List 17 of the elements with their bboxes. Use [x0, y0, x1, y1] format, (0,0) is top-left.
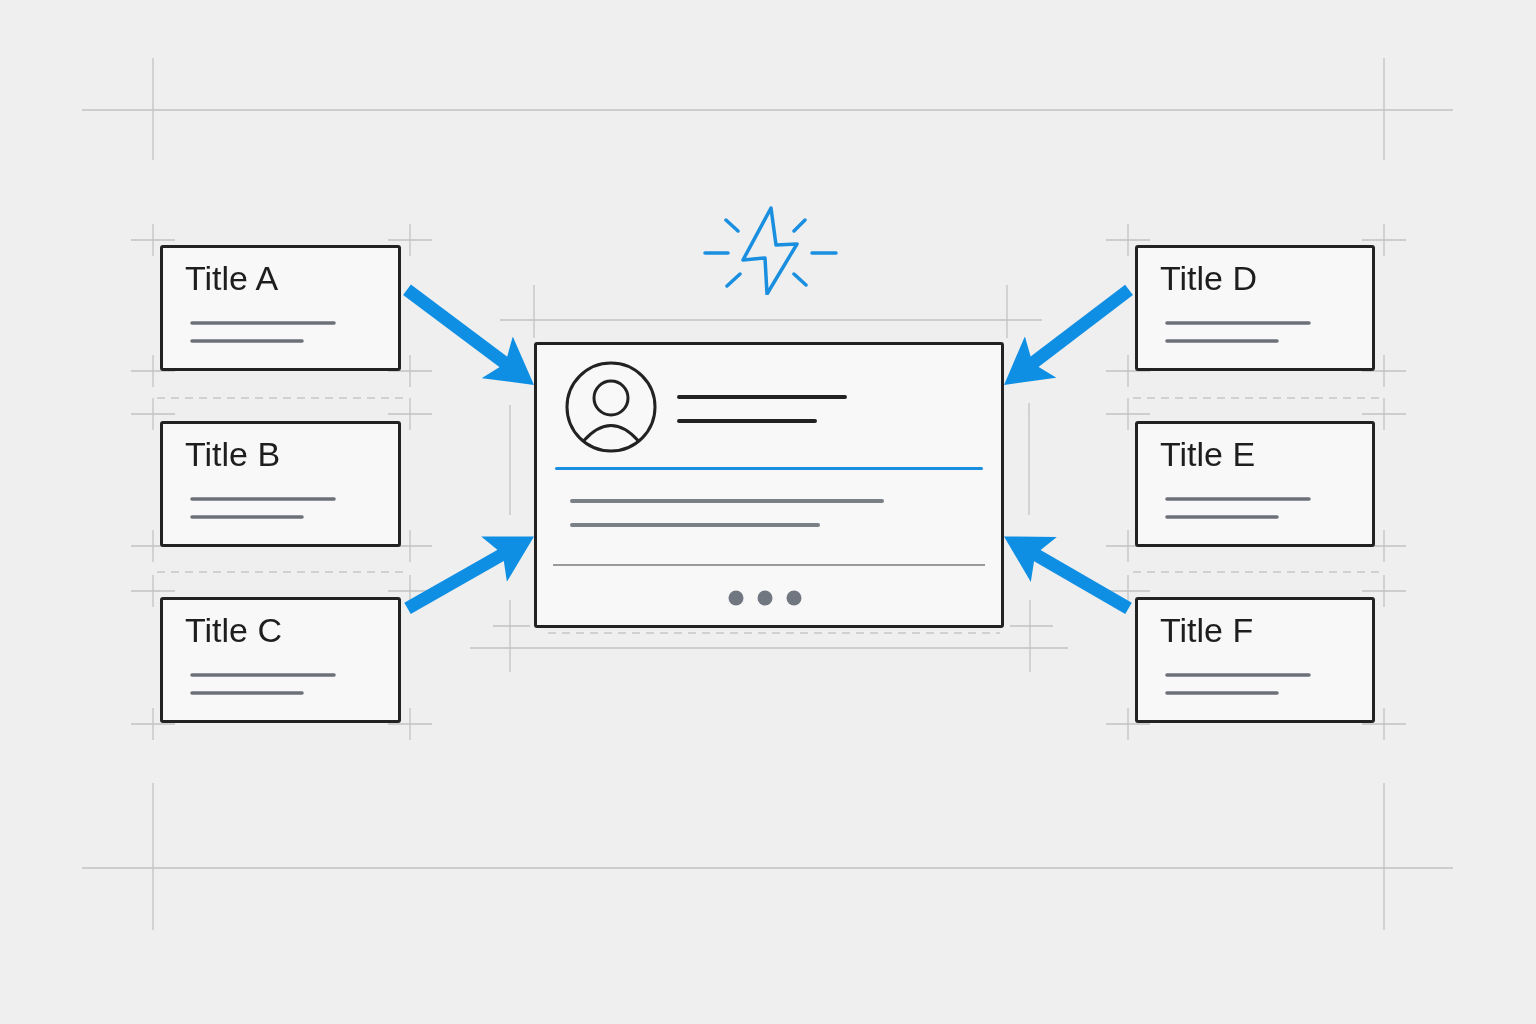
arrow: [404, 534, 534, 615]
arrow: [1004, 534, 1132, 614]
title-card: [160, 245, 401, 371]
title-card: [1135, 421, 1375, 547]
card-title: Title A: [185, 258, 279, 298]
arrow: [1004, 284, 1133, 386]
profile-card: [534, 342, 1004, 628]
title-card: [160, 597, 401, 723]
card-title: Title C: [185, 610, 282, 650]
card-title: Title F: [1160, 610, 1254, 650]
arrow: [403, 284, 534, 386]
title-card: [1135, 597, 1375, 723]
card-title: Title B: [185, 434, 281, 474]
title-card: [160, 421, 401, 547]
card-title: Title E: [1160, 434, 1256, 474]
card-title: Title D: [1160, 258, 1257, 298]
title-card: [1135, 245, 1375, 371]
